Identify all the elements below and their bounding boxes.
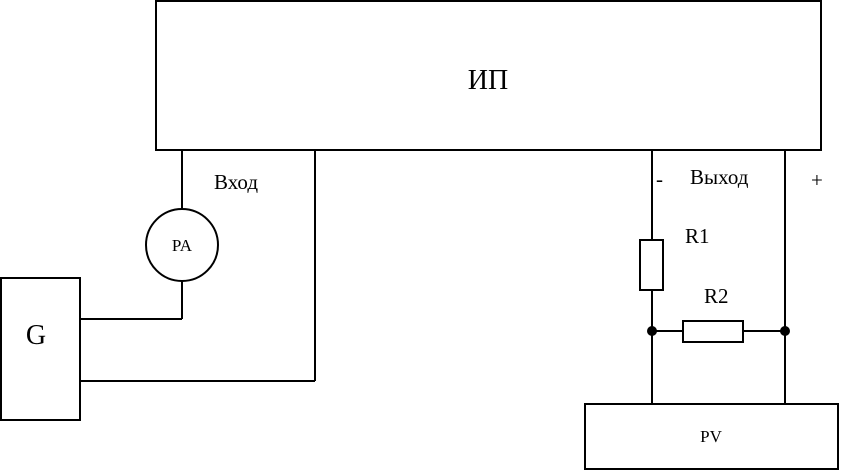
pa-meter (145, 208, 219, 282)
r2-label: R2 (704, 284, 729, 308)
pv-block (584, 403, 839, 470)
resistor-r1 (639, 239, 664, 291)
ip-block (155, 0, 822, 151)
junction-left (647, 326, 657, 336)
generator-label: G (26, 320, 46, 351)
minus-label: - (656, 167, 663, 191)
r1-label: R1 (685, 224, 710, 248)
pv-label: PV (700, 427, 722, 446)
generator-block (0, 277, 81, 421)
plus-label: + (811, 168, 823, 192)
output-label: Выход (690, 165, 749, 189)
junction-right (780, 326, 790, 336)
pa-label: PA (172, 236, 193, 255)
ip-label: ИП (468, 65, 508, 96)
resistor-r2 (682, 320, 744, 343)
input-label: Вход (214, 170, 258, 194)
